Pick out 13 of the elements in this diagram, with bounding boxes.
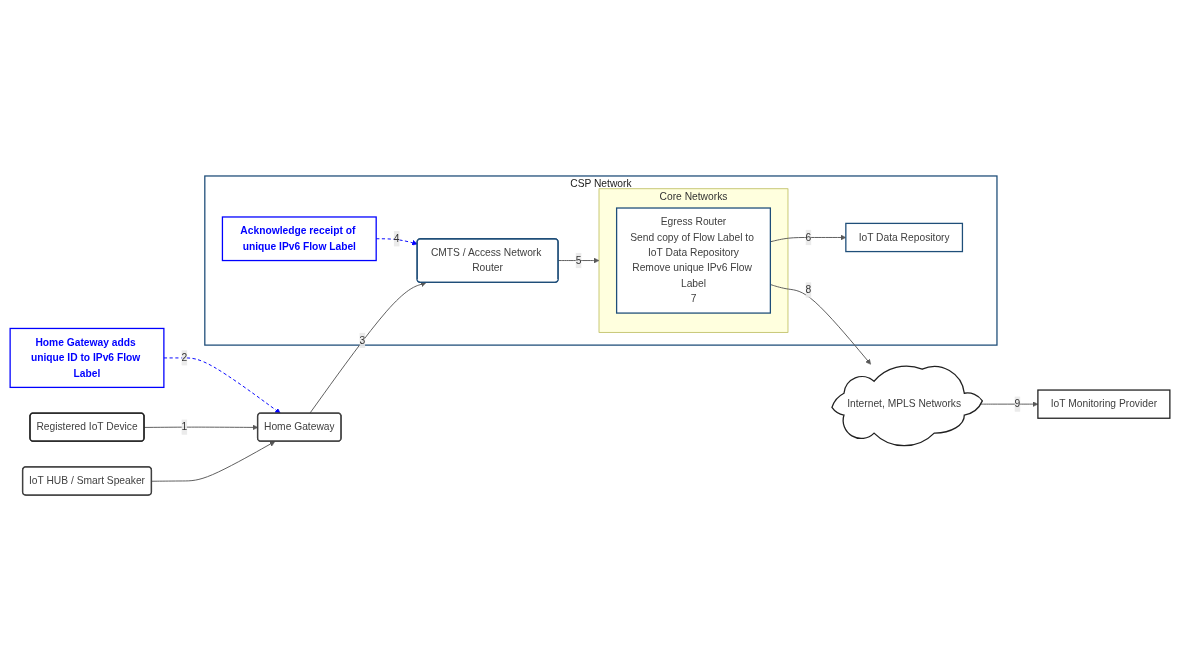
node-box: IoT Data Repository (845, 222, 964, 253)
edge-label: 4 (393, 233, 400, 244)
node-box: Acknowledge receipt of unique IPv6 Flow Label (221, 216, 377, 262)
node-box: Home Gateway adds unique ID to IPv6 Flow Label (9, 327, 165, 389)
edge-label: 5 (575, 254, 582, 266)
node-box: Egress Router Send copy of Flow Label to IoT Data Repository Remove unique IPv6 Flow Label 7 (616, 207, 771, 314)
edge-label: 8 (805, 284, 812, 296)
edge-label: 6 (805, 231, 812, 243)
edge-label: 2 (181, 352, 188, 364)
edge-label: 3 (359, 334, 366, 346)
node-box: IoT Monitoring Provider (1037, 389, 1171, 419)
edge-label: 9 (1014, 398, 1021, 410)
edge-label: 1 (181, 421, 188, 433)
